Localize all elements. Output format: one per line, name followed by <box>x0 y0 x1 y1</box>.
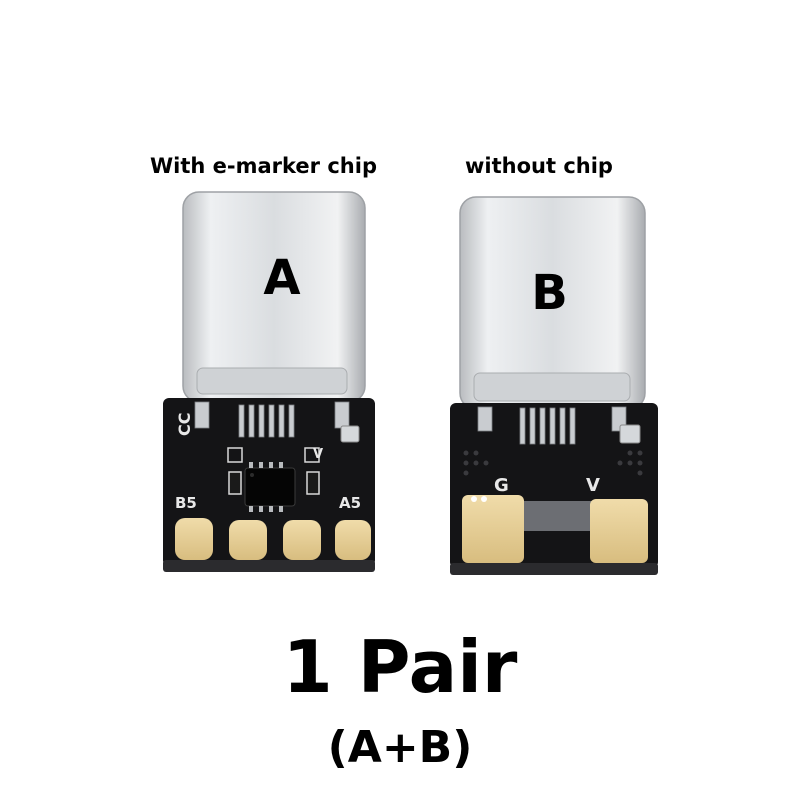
silk-a5: A5 <box>339 494 361 512</box>
subline-a-plus-b: (A+B) <box>327 722 473 773</box>
silk-g: G <box>494 475 509 496</box>
product-letter-a: A <box>263 250 301 306</box>
connector-a-image: CC B5 A5 V <box>163 191 375 572</box>
gold-pads <box>462 495 648 563</box>
headline-pair: 1 Pair <box>282 625 518 709</box>
silk-v: V <box>586 475 600 496</box>
connector-b: G V B <box>440 195 665 580</box>
silk-v: V <box>313 447 323 462</box>
silk-b5: B5 <box>175 494 197 512</box>
caption-without-chip: without chip <box>465 154 613 178</box>
product-letter-b: B <box>531 265 568 321</box>
connector-a: CC B5 A5 V A <box>155 190 385 580</box>
connector-b-image: G V <box>450 196 658 575</box>
caption-with-chip: With e-marker chip <box>150 154 377 178</box>
silk-cc: CC <box>175 413 194 436</box>
gold-pads <box>175 518 371 560</box>
